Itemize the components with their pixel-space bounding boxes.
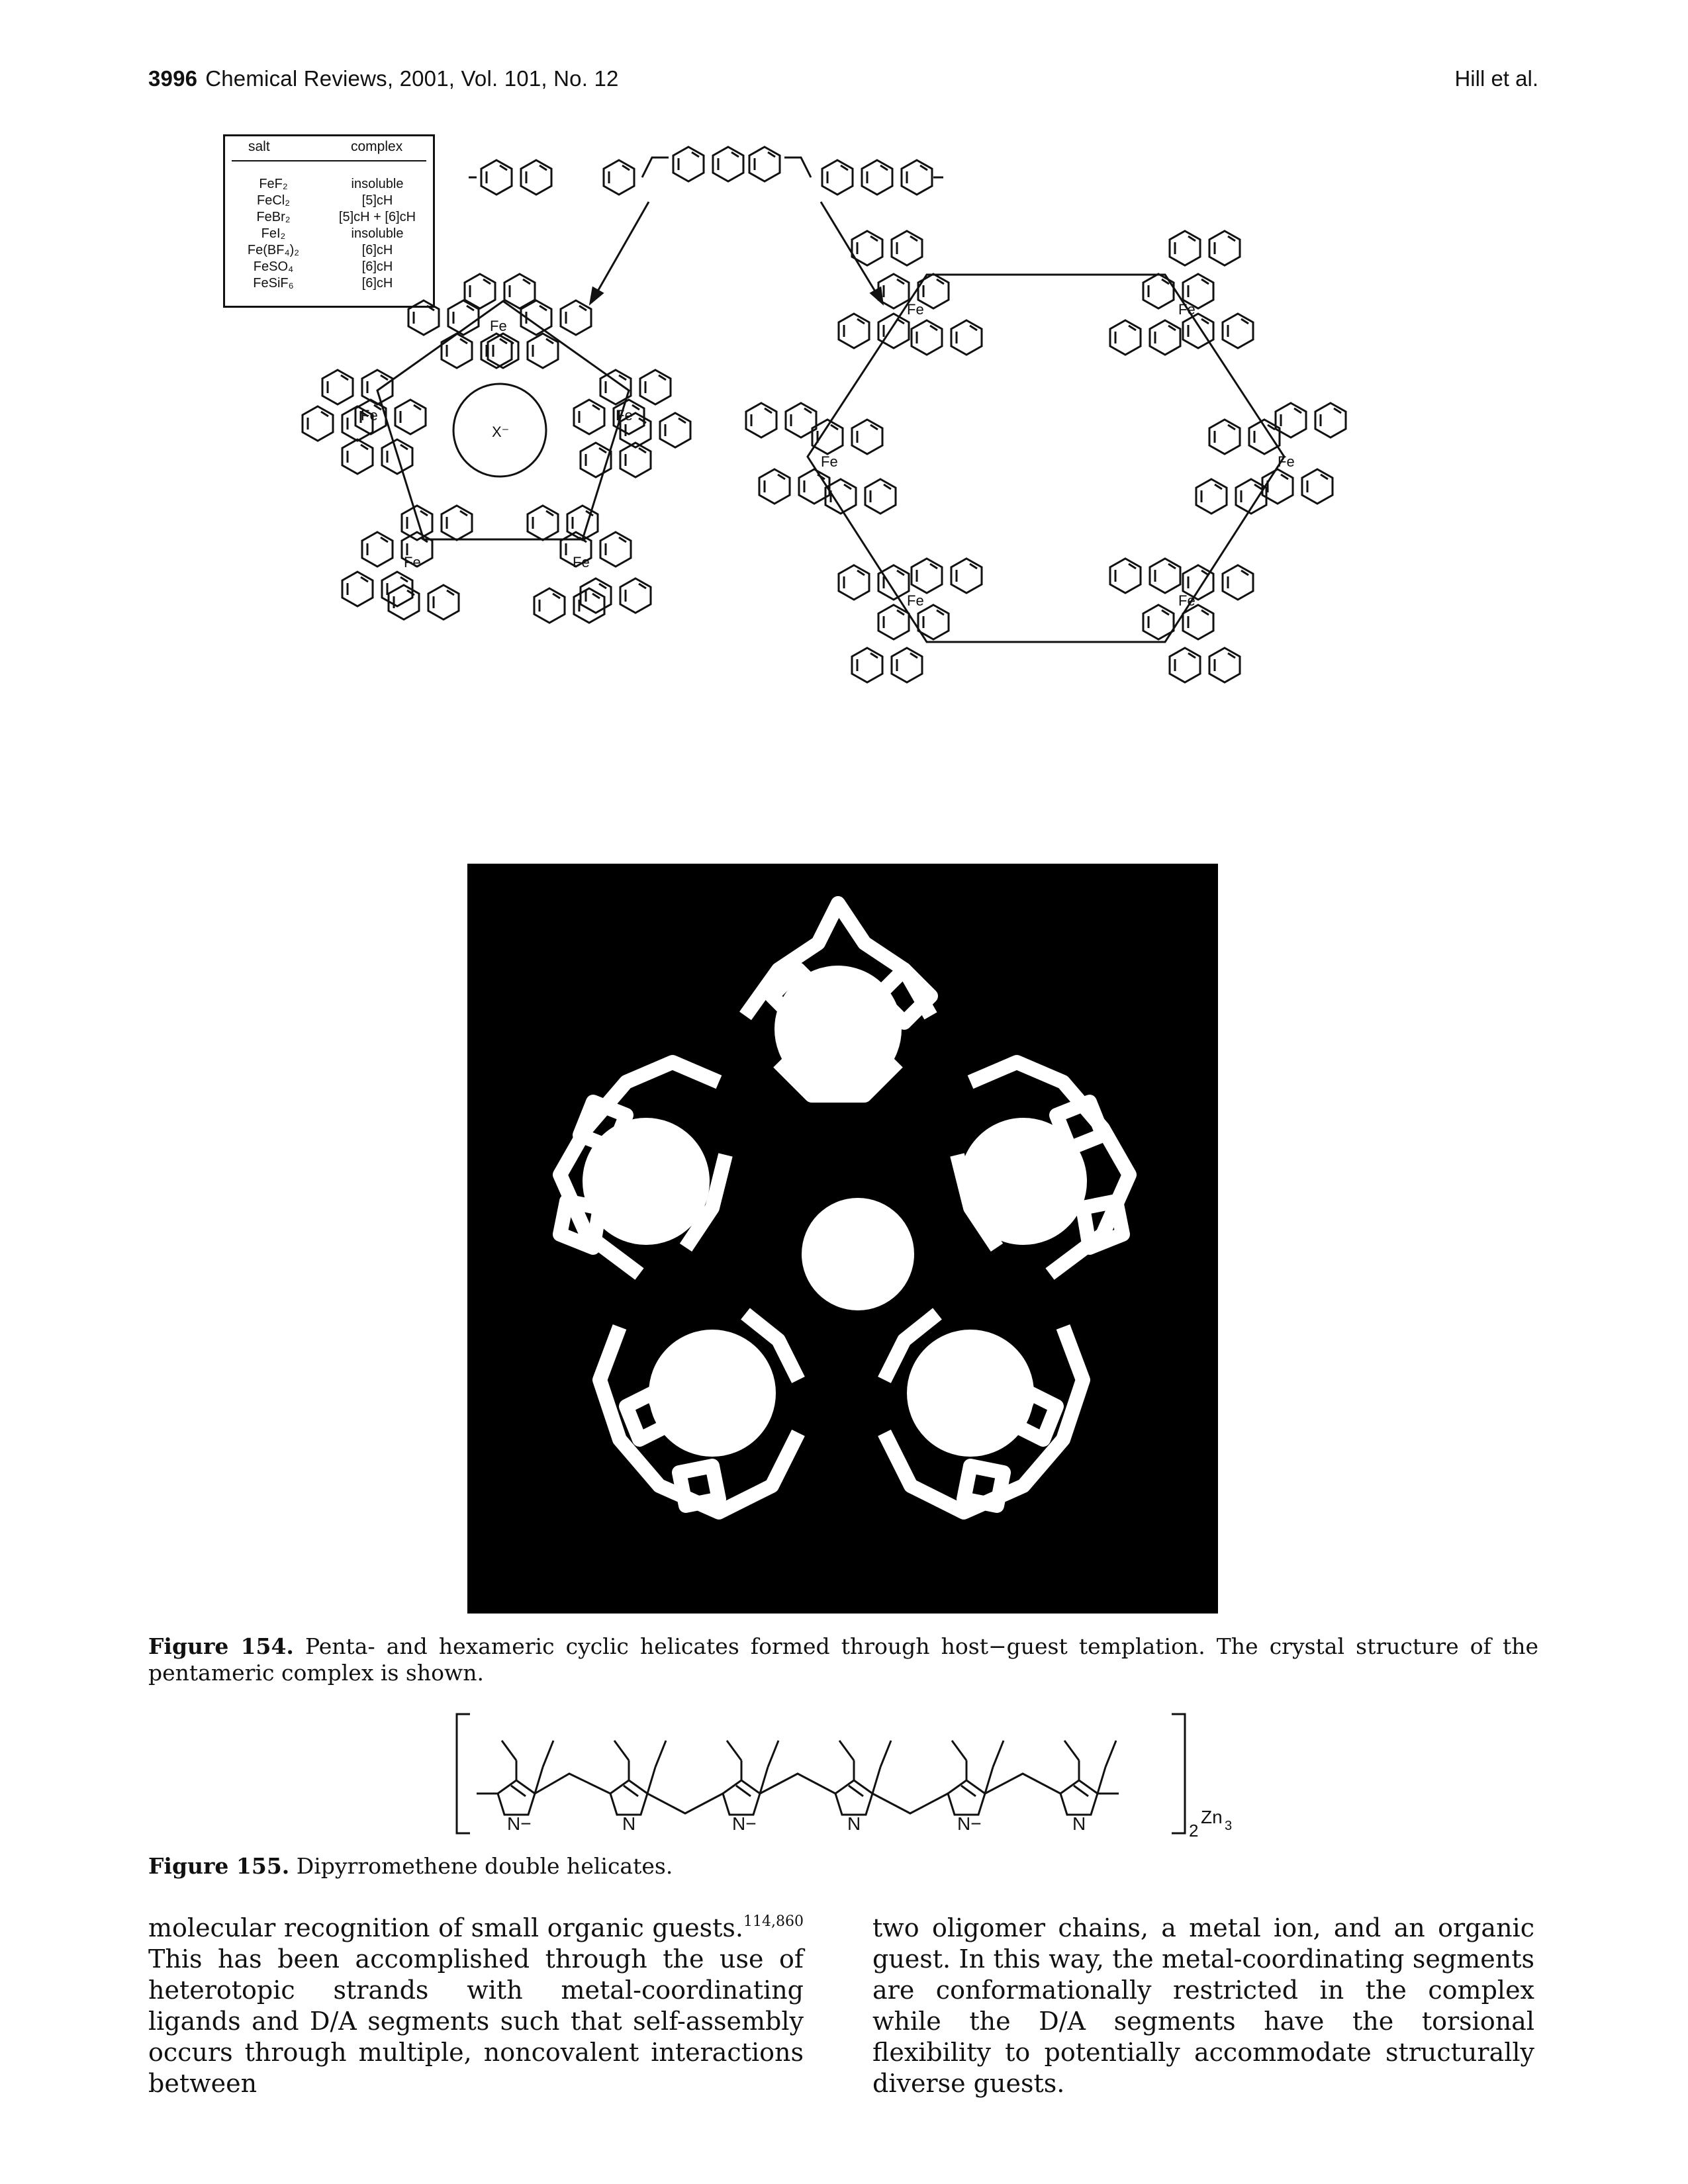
complex-cell: [5]cH + [6]cH bbox=[338, 210, 416, 224]
page-number: 3996 bbox=[148, 66, 198, 91]
fe-label: Fe bbox=[907, 592, 924, 609]
table-row: FeI₂ insoluble bbox=[225, 226, 433, 242]
complex-cell: [6]cH bbox=[361, 276, 393, 291]
body-column-right: two oligomer chains, a metal ion, and an… bbox=[872, 1913, 1534, 2098]
crystal-helicate-unit bbox=[592, 1308, 805, 1520]
crystal-helicate-unit bbox=[553, 1055, 733, 1280]
complex-cell: insoluble bbox=[351, 226, 404, 241]
header-authors: Hill et al. bbox=[1454, 66, 1538, 91]
salt-cell: FeCl₂ bbox=[257, 193, 290, 208]
fe-label: Fe bbox=[1178, 301, 1196, 318]
crystal-helicate-unit bbox=[950, 1055, 1137, 1280]
complex-cell: [6]cH bbox=[361, 259, 393, 274]
fe-label: Fe bbox=[1178, 592, 1196, 609]
running-header: 3996 Chemical Reviews, 2001, Vol. 101, No… bbox=[148, 66, 1538, 99]
table-row: FeF₂ insoluble bbox=[225, 176, 433, 193]
guest-anion-circle bbox=[452, 383, 547, 478]
journal-citation: Chemical Reviews, 2001, Vol. 101, No. 12 bbox=[205, 66, 619, 91]
pentamer-structure: Fe Fe Fe Fe Fe X⁻ bbox=[303, 274, 690, 623]
crystal-helicate-unit bbox=[739, 896, 938, 1103]
anion-label: X⁻ bbox=[492, 424, 509, 440]
arrow-left bbox=[588, 201, 650, 306]
helicate-brackets bbox=[455, 1713, 1186, 1835]
n-label: N bbox=[622, 1813, 635, 1834]
figure155-label: Figure 155. bbox=[148, 1853, 290, 1879]
body-column-left: molecular recognition of small organic g… bbox=[148, 1913, 804, 2099]
table-row: Fe(BF₄)₂ [6]cH bbox=[225, 242, 433, 259]
table-header-complex: complex bbox=[351, 139, 403, 154]
table-row: FeSiF₆ [6]cH bbox=[225, 275, 433, 292]
complex-cell: [5]cH bbox=[361, 193, 393, 208]
n-minus-label: N− bbox=[507, 1813, 532, 1834]
subscript-2: 2 bbox=[1189, 1821, 1198, 1840]
dipyrromethene-structure: N− N N− N N− N 2 Zn 3 bbox=[455, 1713, 1232, 1840]
salt-complex-table: salt complex FeF₂ insoluble FeCl₂ [5]cH Fe… bbox=[223, 134, 435, 308]
figure154-text: Penta- and hexameric cyclic helicates fo… bbox=[148, 1633, 1538, 1686]
helicate-scheme: Fe Fe Fe Fe Fe X⁻ Fe Fe Fe bbox=[225, 146, 1503, 841]
body-left-rest: This has been accomplished through the u… bbox=[148, 1944, 804, 2098]
table-row: FeSO₄ [6]cH bbox=[225, 259, 433, 275]
arrow-right bbox=[820, 201, 884, 306]
table-header-salt: salt bbox=[248, 139, 270, 154]
table-row: FeBr₂ [5]cH + [6]cH bbox=[225, 209, 433, 226]
n-label: N bbox=[1072, 1813, 1086, 1834]
figure154-label: Figure 154. bbox=[148, 1633, 294, 1659]
salt-cell: Fe(BF₄)₂ bbox=[247, 243, 300, 257]
fe-label: Fe bbox=[404, 554, 421, 570]
n-label: N bbox=[847, 1813, 861, 1834]
n-minus-label: N− bbox=[732, 1813, 757, 1834]
table-row: FeCl₂ [5]cH bbox=[225, 193, 433, 209]
zn-label: Zn bbox=[1201, 1807, 1223, 1827]
fe-label: Fe bbox=[1278, 453, 1295, 470]
ligand-strand bbox=[469, 156, 943, 179]
fe-label: Fe bbox=[907, 301, 924, 318]
salt-cell: FeBr₂ bbox=[256, 210, 291, 224]
figure154-caption: Figure 154. Penta- and hexameric cyclic … bbox=[148, 1633, 1538, 1686]
body-left-start: molecular recognition of small organic g… bbox=[148, 1913, 744, 1942]
salt-cell: FeI₂ bbox=[261, 226, 286, 241]
reference-superscript: 114,860 bbox=[743, 1913, 804, 1930]
salt-cell: FeSO₄ bbox=[253, 259, 294, 274]
header-left: 3996 Chemical Reviews, 2001, Vol. 101, No… bbox=[148, 66, 619, 91]
crystal-guest-anion bbox=[802, 1198, 914, 1310]
fe-label: Fe bbox=[490, 318, 507, 334]
hexamer-structure: Fe Fe Fe Fe Fe Fe bbox=[746, 231, 1346, 682]
table-rule bbox=[232, 160, 426, 161]
fe-label: Fe bbox=[361, 407, 378, 424]
figure155-caption: Figure 155. Dipyrromethene double helica… bbox=[148, 1853, 1075, 1880]
salt-cell: FeSiF₆ bbox=[253, 276, 294, 291]
figure155-text: Dipyrromethene double helicates. bbox=[296, 1853, 673, 1879]
salt-cell: FeF₂ bbox=[259, 177, 288, 191]
fe-label: Fe bbox=[616, 407, 633, 424]
fe-label: Fe bbox=[821, 453, 838, 470]
methene-bridges bbox=[477, 1772, 1119, 1815]
crystal-helicate-unit bbox=[878, 1308, 1090, 1520]
complex-cell: insoluble bbox=[351, 177, 404, 191]
complex-cell: [6]cH bbox=[361, 243, 393, 257]
n-minus-label: N− bbox=[957, 1813, 982, 1834]
crystal-structure-image bbox=[467, 864, 1218, 1614]
fe-label: Fe bbox=[573, 554, 590, 570]
zn-subscript: 3 bbox=[1225, 1819, 1232, 1833]
